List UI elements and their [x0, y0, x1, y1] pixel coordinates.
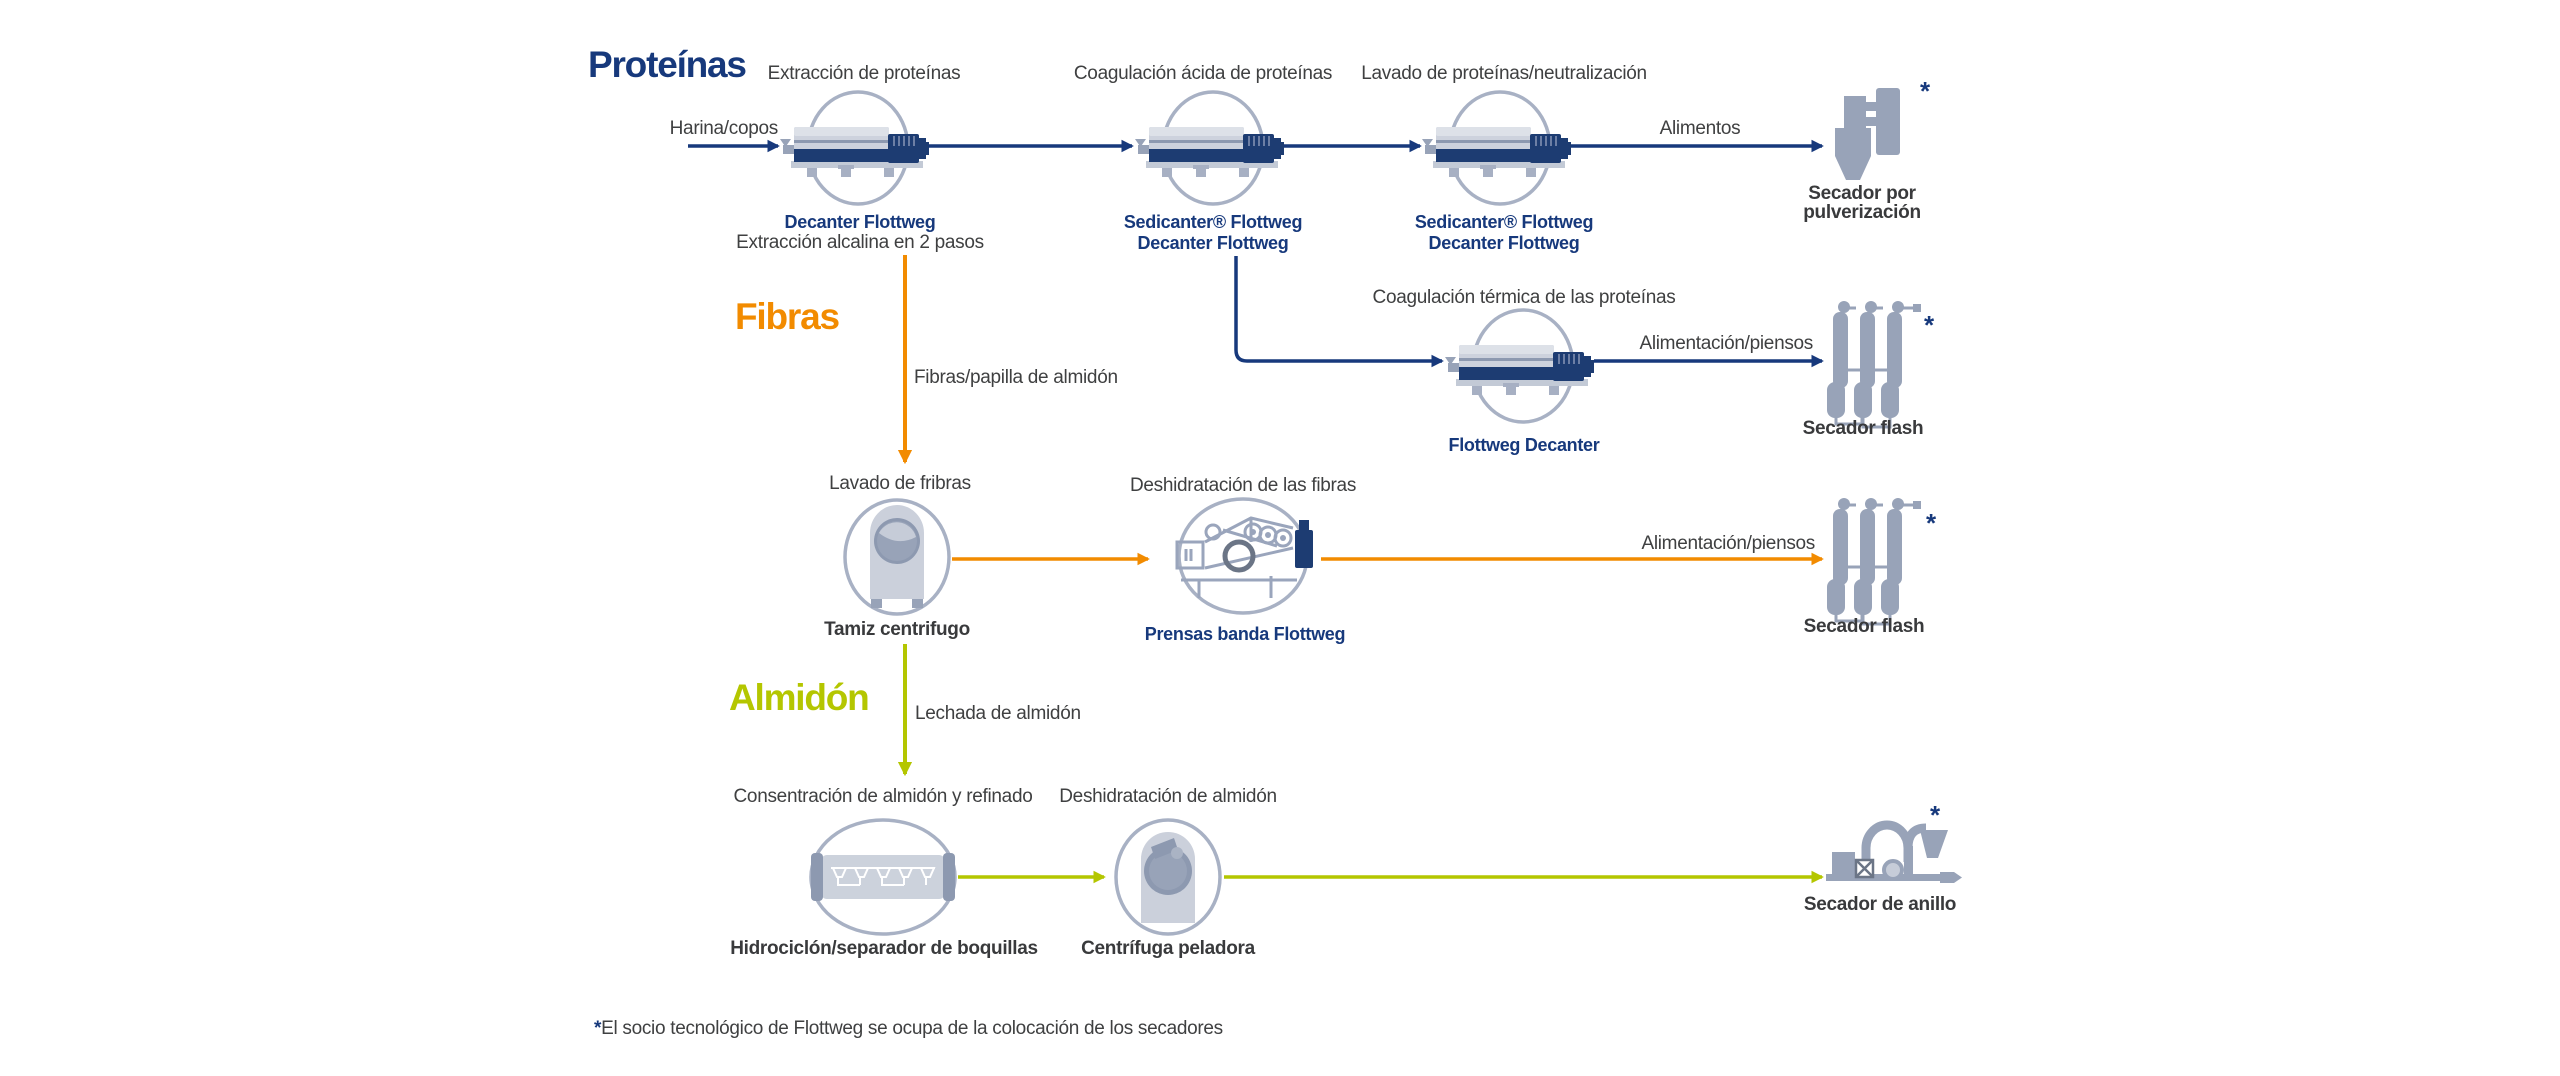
machine-name-decanter1: Decanter Flottweg: [784, 212, 936, 232]
stream-feed-fiber: Alimentación/piensos: [1641, 533, 1815, 554]
step-fiber-dewatering: Deshidratación de las fibras: [1129, 475, 1357, 496]
dryer-label-ring: Secador de anillo: [1803, 894, 1957, 915]
machine-name-sedicanter2-l1: Sedicanter® Flottweg: [1414, 212, 1594, 232]
hydrocyclone-icon: [811, 853, 955, 901]
ring-dryer-icon: [1826, 820, 1962, 883]
asterisk-spray-dryer: *: [1920, 76, 1931, 106]
machine-name-sedicanter2-l2: Decanter Flottweg: [1428, 233, 1580, 253]
stream-flour: Harina/copos: [669, 118, 779, 139]
screen-centrifuge-icon: [870, 505, 924, 608]
step-acid-coagulation: Coagulación ácida de proteínas: [1073, 63, 1333, 84]
step-protein-extraction: Extracción de proteínas: [767, 63, 961, 84]
asterisk-flash-dryer-2: *: [1926, 508, 1937, 538]
footnote-asterisk: *: [594, 1018, 602, 1039]
footnote: *El socio tecnológico de Flottweg se ocu…: [594, 1018, 1223, 1040]
machine-name-screen: Tamiz centrifugo: [824, 619, 970, 640]
flow-lines: [688, 139, 1824, 884]
section-title-proteins: Proteínas: [588, 44, 747, 85]
dryer-label-spray-l2: pulverización: [1803, 202, 1921, 223]
asterisk-ring-dryer: *: [1930, 800, 1941, 830]
machine-name-sedicanter1-l2: Decanter Flottweg: [1137, 233, 1289, 253]
machine-name-sedicanter1-l1: Sedicanter® Flottweg: [1123, 212, 1303, 232]
machine-name-hydrocyclone: Hidrociclón/separador de boquillas: [730, 938, 1038, 959]
step-starch-concentration: Consentración de almidón y refinado: [733, 786, 1033, 807]
machine-name-decanter2: Flottweg Decanter: [1448, 435, 1600, 455]
step-protein-washing: Lavado de proteínas/neutralización: [1361, 63, 1647, 84]
section-title-starch: Almidón: [729, 677, 870, 718]
spray-dryer-icon: [1835, 88, 1900, 180]
stream-feed-thermal: Alimentación/piensos: [1639, 333, 1813, 354]
stream-fiber-pulp: Fibras/papilla de almidón: [914, 367, 1118, 388]
footnote-text: El socio tecnológico de Flottweg se ocup…: [601, 1018, 1223, 1039]
dryer-label-flash1: Secador flash: [1802, 418, 1924, 439]
stream-food: Alimentos: [1659, 118, 1741, 139]
dryer-label-flash2: Secador flash: [1803, 616, 1925, 637]
stream-starch-milk: Lechada de almidón: [915, 703, 1081, 724]
dryer-label-spray-l1: Secador por: [1808, 183, 1916, 204]
step-starch-dewatering: Deshidratación de almidón: [1059, 786, 1277, 807]
arrow-elbow-to-thermal-decanter: [1234, 256, 1444, 368]
belt-press-icon: [1175, 516, 1313, 598]
machine-subtitle-decanter1: Extracción alcalina en 2 pasos: [736, 232, 984, 253]
asterisk-flash-dryer-1: *: [1924, 310, 1935, 340]
peeler-centrifuge-icon: [1141, 832, 1195, 923]
machine-name-peeler: Centrífuga peladora: [1081, 938, 1255, 959]
step-fiber-washing: Lavado de fribras: [829, 473, 971, 494]
section-title-fibers: Fibras: [735, 296, 840, 337]
step-thermal-coagulation: Coagulación térmica de las proteínas: [1372, 287, 1676, 308]
machine-name-belt-press: Prensas banda Flottweg: [1144, 624, 1346, 644]
